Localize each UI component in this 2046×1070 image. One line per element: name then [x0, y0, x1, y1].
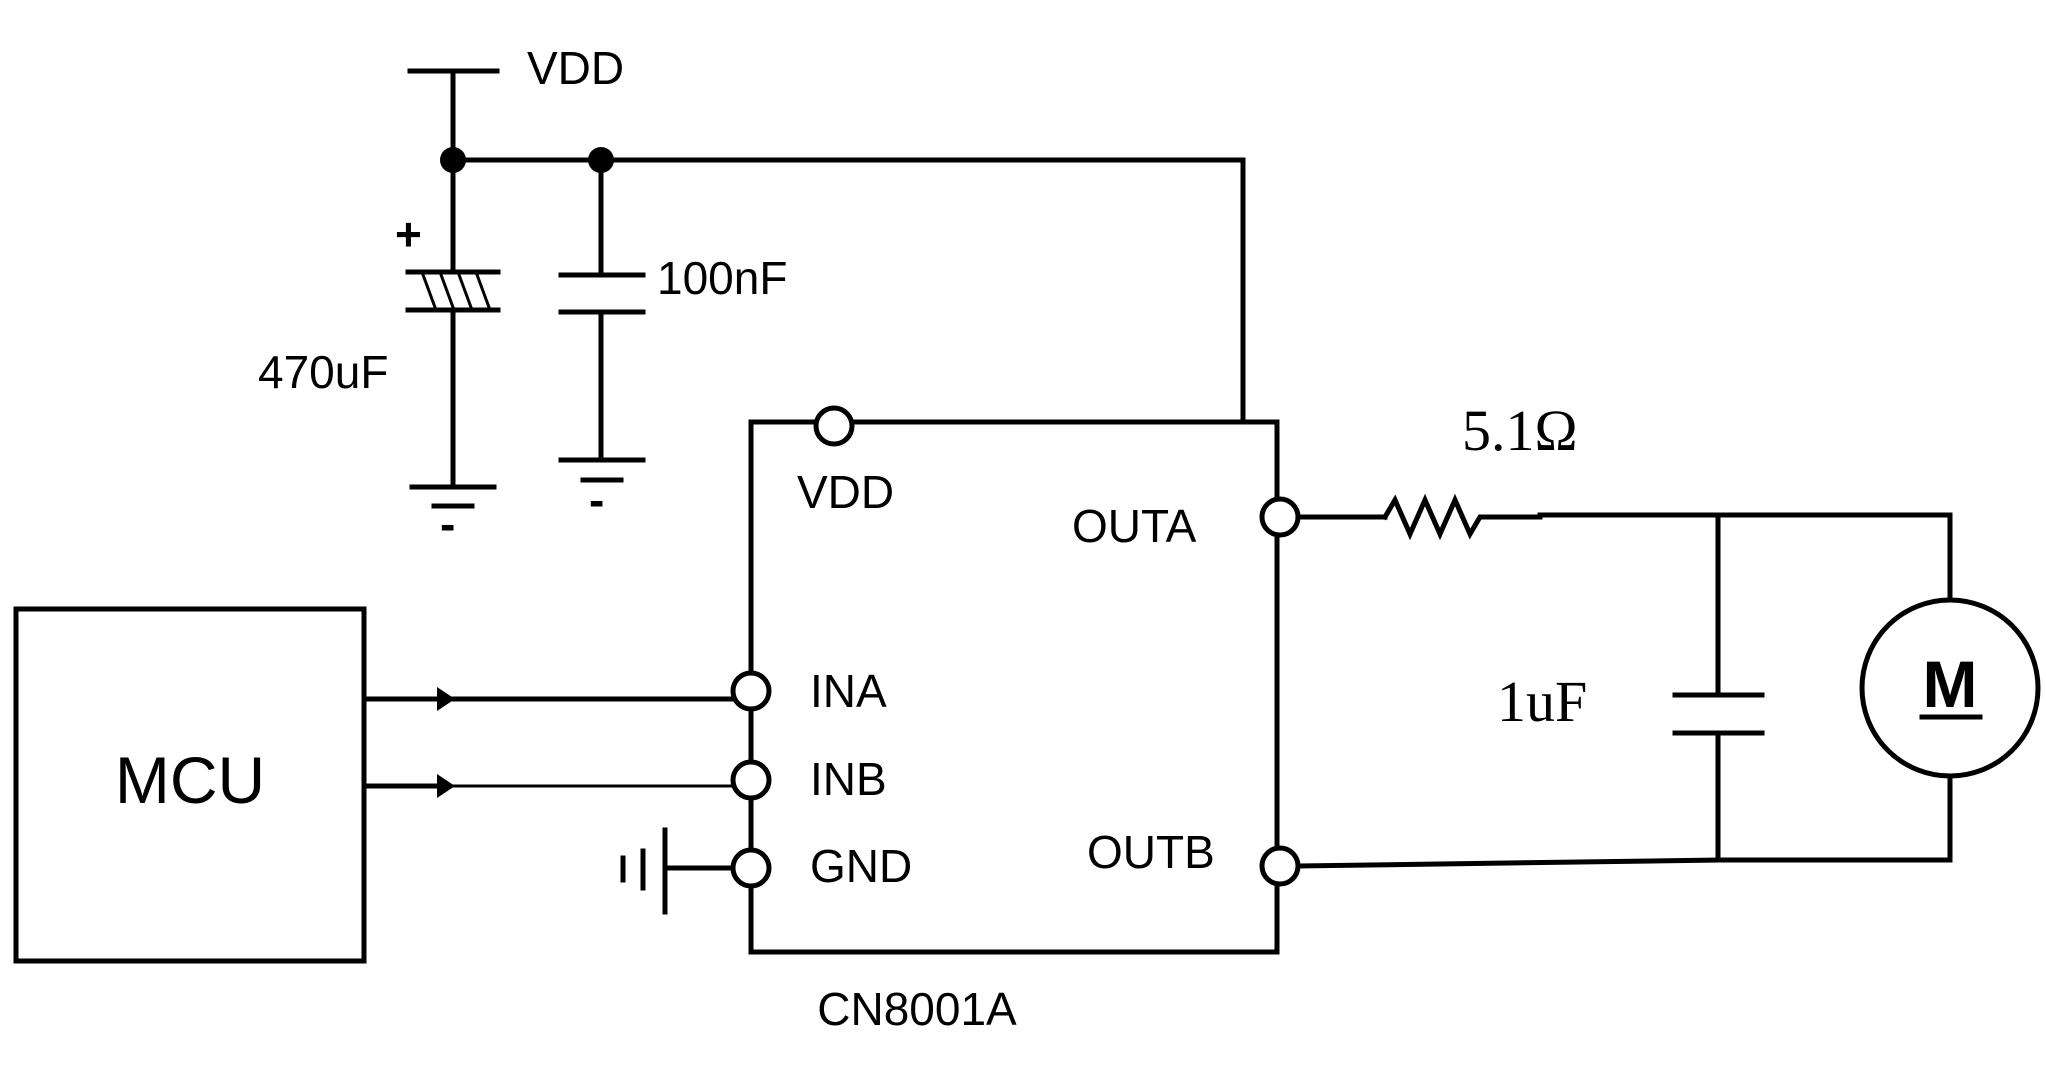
motor-symbol [1859, 597, 2041, 863]
ic-body [748, 419, 1280, 955]
ground-minus-left: - [440, 498, 455, 550]
ceramic-value-label: 100nF [657, 252, 787, 304]
signal-line-inb [361, 774, 733, 798]
electrolytic-value-label: 470uF [258, 346, 388, 398]
series-resistor-label: 5.1Ω [1462, 398, 1578, 463]
ground-symbol-left [409, 484, 497, 509]
mcu-label: MCU [115, 743, 265, 817]
ic-pin-inb-label: INB [810, 753, 887, 805]
vdd-supply-label: VDD [527, 42, 624, 94]
ceramic-capacitor [558, 157, 646, 463]
series-resistor [1381, 493, 1543, 541]
ic-pin-outb [1259, 845, 1301, 887]
ic-pin-ina [730, 670, 772, 712]
snubber-capacitor [1672, 512, 1765, 863]
ic-pin-outa [1259, 496, 1301, 538]
ground-symbol-ic [620, 827, 736, 915]
electrolytic-polarity-label: + [395, 208, 422, 260]
snubber-capacitor-label: 1uF [1497, 669, 1587, 734]
ic-pin-inb [730, 759, 772, 801]
electrolytic-capacitor [405, 157, 501, 488]
ic-pin-outb-label: OUTB [1087, 826, 1215, 878]
motor-label: M [1923, 647, 1978, 721]
output-top-wire [1537, 512, 1953, 603]
ic-pin-vdd-label: VDD [797, 466, 894, 518]
ic-pin-ina-label: INA [810, 665, 887, 717]
ground-minus-mid: - [589, 474, 604, 526]
ic-pin-vdd [813, 405, 855, 447]
ic-pin-outa-label: OUTA [1072, 500, 1197, 552]
vdd-rail-wire [450, 157, 1246, 425]
vdd-supply-symbol [407, 68, 500, 163]
signal-line-ina [361, 687, 736, 711]
outb-wire [1295, 857, 1953, 869]
ic-pin-gnd [730, 847, 772, 889]
ic-pin-gnd-label: GND [810, 840, 912, 892]
ic-name-label: CN8001A [817, 983, 1017, 1035]
ground-symbol-mid [558, 457, 646, 483]
